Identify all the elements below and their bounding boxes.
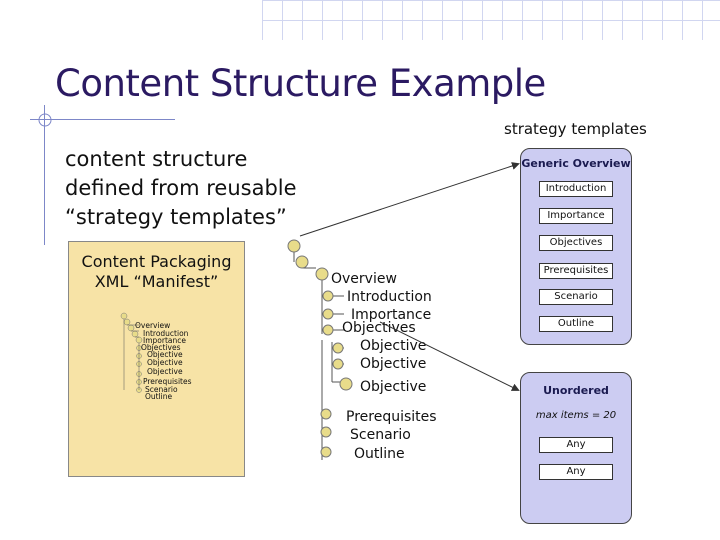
tree-item: Overview xyxy=(331,271,397,287)
bullet-line: content structure xyxy=(65,147,248,171)
template-item: Objectives xyxy=(539,235,613,251)
template-item: Introduction xyxy=(539,181,613,197)
template-item: Prerequisites xyxy=(539,263,613,279)
mini-item: Importance xyxy=(143,336,186,345)
tree-item: Objective xyxy=(360,338,427,354)
template-item: Scenario xyxy=(539,289,613,305)
mini-item: Scenario xyxy=(145,385,178,394)
strategy-templates-caption: strategy templates xyxy=(504,120,647,138)
mini-item: Objectives xyxy=(141,343,181,352)
tree-item: Introduction xyxy=(347,289,432,305)
tree-item: Objective xyxy=(360,356,427,372)
tree-item: Scenario xyxy=(350,427,411,443)
template-item: Importance xyxy=(539,208,613,224)
tree-item: Objectives xyxy=(342,320,416,336)
mini-item: Introduction xyxy=(143,329,189,338)
template-item: Any xyxy=(539,464,613,480)
header-grid-decoration xyxy=(262,0,720,40)
mini-item: Objective xyxy=(147,358,183,367)
bullet-text: content structure defined from reusable … xyxy=(65,145,297,232)
tree-item: Importance xyxy=(351,307,432,323)
slide-title: Content Structure Example xyxy=(55,62,546,105)
template-note: max items = 20 xyxy=(535,410,617,421)
manifest-title-line: XML “Manifest” xyxy=(94,272,219,291)
generic-overview-template: Generic Overview xyxy=(520,148,632,345)
mini-item: Objective xyxy=(147,367,183,376)
template-item: Any xyxy=(539,437,613,453)
bullet-line: defined from reusable xyxy=(65,176,297,200)
title-vertical-rule xyxy=(44,105,45,245)
manifest-panel: Content Packaging XML “Manifest” Overvie… xyxy=(68,241,245,477)
mini-item: Overview xyxy=(135,321,171,330)
crosshair-icon xyxy=(38,113,52,127)
title-underline xyxy=(30,119,175,120)
mini-item: Objective xyxy=(147,350,183,359)
manifest-title-line: Content Packaging xyxy=(81,252,232,271)
mini-item: Outline xyxy=(145,392,173,401)
template-heading: Unordered xyxy=(543,384,609,397)
tree-item: Outline xyxy=(354,446,405,462)
tree-item: Prerequisites xyxy=(346,409,437,425)
tree-item: Objective xyxy=(360,379,427,395)
mini-item: Prerequisites xyxy=(143,377,192,386)
template-item: Outline xyxy=(539,316,613,332)
bullet-line: “strategy templates” xyxy=(65,205,287,229)
content-tree-diagram xyxy=(287,239,353,460)
mini-tree-icon xyxy=(120,312,143,393)
template-heading: Generic Overview xyxy=(521,157,631,170)
